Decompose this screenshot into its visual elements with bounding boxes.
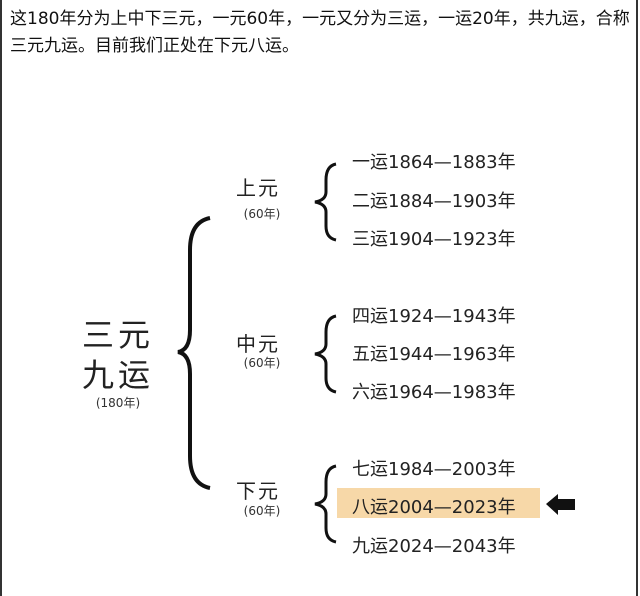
period-item: 二运1884—1903年: [352, 191, 516, 212]
left-border: [0, 0, 2, 596]
group-middle-name: 中元: [236, 332, 280, 356]
intro-text: 这180年分为上中下三元，一元60年，一元又分为三运，一运20年，共九运，合称三…: [10, 9, 630, 56]
period-item: 六运1964—1983年: [352, 382, 516, 403]
group-upper-name: 上元: [236, 176, 280, 200]
root-brace: [177, 216, 211, 490]
root-line1: 三元: [81, 316, 154, 354]
group-lower-years: (60年): [243, 504, 281, 518]
period-item: 五运1944—1963年: [352, 344, 516, 365]
group-middle-years: (60年): [243, 356, 281, 370]
brace-middle: [314, 314, 337, 394]
period-item: 四运1924—1943年: [352, 306, 516, 327]
group-lower-name: 下元: [236, 479, 280, 503]
root-years: (180年): [95, 396, 141, 410]
period-item: 九运2024—2043年: [352, 536, 516, 557]
period-item: 一运1864—1883年: [352, 152, 516, 173]
arrow-icon: [546, 494, 575, 515]
root-line2: 九运: [81, 356, 154, 394]
current-period-highlight: [337, 488, 540, 518]
period-item: 七运1984—2003年: [352, 459, 516, 480]
period-item: 三运1904—1923年: [352, 229, 516, 250]
brace-upper: [314, 162, 337, 242]
brace-lower: [314, 464, 337, 544]
right-border: [636, 0, 638, 596]
current-period-item: 八运2004—2023年: [352, 497, 516, 518]
group-upper-years: (60年): [243, 207, 281, 221]
